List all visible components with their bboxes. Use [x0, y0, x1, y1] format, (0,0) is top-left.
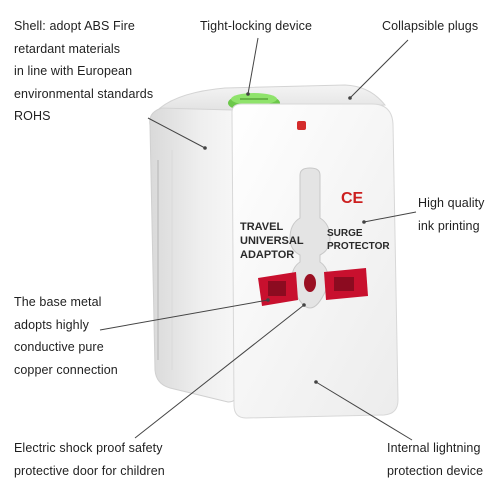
- leader-tight: [247, 37, 259, 95]
- leader-shock: [134, 304, 305, 439]
- leader-shell: [147, 117, 206, 149]
- callout-collapsible-plugs: Collapsible plugs: [382, 19, 479, 33]
- leader-dot: [246, 92, 250, 96]
- callout-shell-material: Shell: adopt ABS Fire retardant material…: [14, 19, 154, 123]
- leader-dot: [348, 96, 352, 100]
- indicator-light: [297, 121, 306, 130]
- callout-tight-locking: Tight-locking device: [200, 19, 313, 33]
- leader-ink: [363, 211, 417, 223]
- socket-pin-hole: [304, 274, 316, 292]
- device-label-surge: SURGE: [327, 228, 363, 239]
- callout-lightning-protection: Internal lightning protection device: [387, 441, 484, 478]
- leader-dot: [203, 146, 207, 150]
- device-label-protector: PROTECTOR: [327, 241, 390, 252]
- callout-shock-proof: Electric shock proof safety protective d…: [14, 441, 165, 478]
- left-socket-inner: [268, 281, 286, 296]
- callout-ink-printing: High quality ink printing: [418, 196, 485, 233]
- ce-mark: CE: [341, 190, 364, 207]
- leader-dot: [302, 303, 306, 307]
- leader-lightning: [315, 381, 413, 441]
- right-socket-inner: [334, 277, 354, 291]
- device-label-adaptor: ADAPTOR: [240, 249, 294, 261]
- leader-metal: [99, 299, 269, 331]
- callout-base-metal: The base metal adopts highly conductive …: [14, 295, 118, 377]
- leader-dot: [266, 298, 270, 302]
- device-label-travel: TRAVEL: [240, 221, 283, 233]
- leader-dot: [362, 220, 366, 224]
- leader-collapse: [349, 39, 409, 99]
- device-label-universal: UNIVERSAL: [240, 235, 304, 247]
- leader-dot: [314, 380, 318, 384]
